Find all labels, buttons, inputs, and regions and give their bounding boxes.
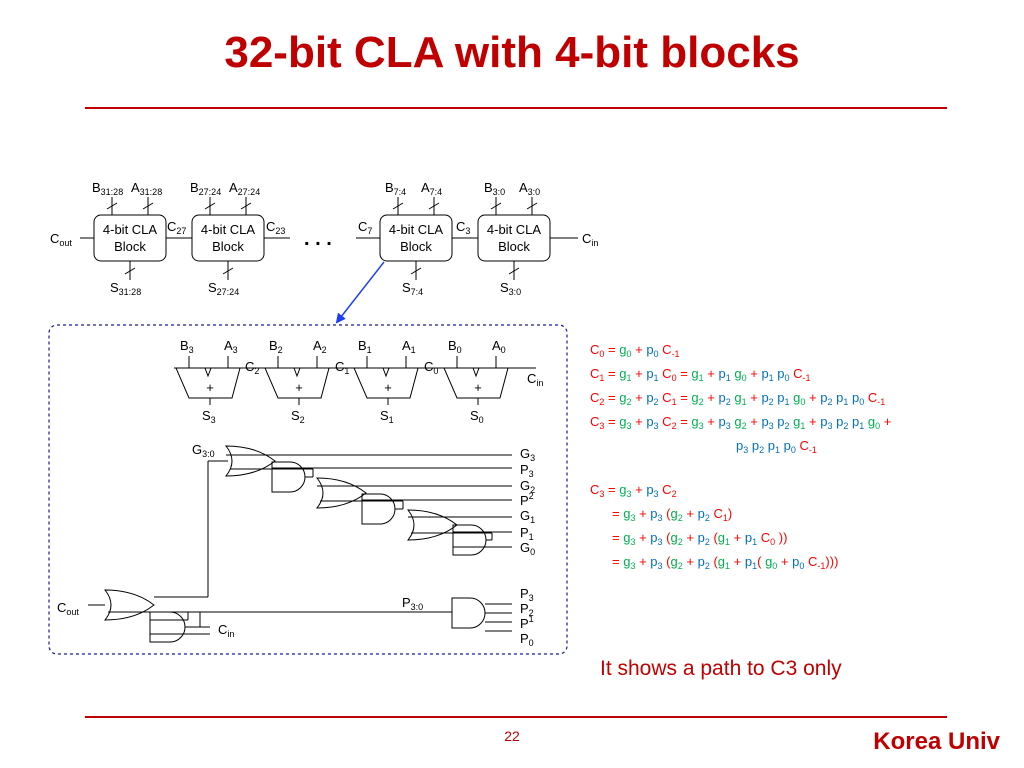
svg-text:4-bit CLA: 4-bit CLA [103,222,158,237]
page-number: 22 [504,728,520,744]
full-adder-2 [264,367,330,399]
or-gate-cout [103,589,155,621]
svg-text:C7: C7 [358,219,372,236]
svg-text:P2: P2 [520,491,534,508]
svg-text:S3: S3 [202,408,216,425]
input-buses [106,197,538,215]
svg-text:4-bit CLA: 4-bit CLA [389,222,444,237]
cout-logic [88,589,512,643]
output-buses [124,261,520,280]
svg-text:+: + [384,380,392,395]
and-gate-3 [452,524,487,556]
svg-text:Cin: Cin [527,371,543,388]
and-gate-1 [271,461,306,493]
slide-title: 32-bit CLA with 4-bit blocks [224,28,800,77]
svg-text:S7:4: S7:4 [402,280,423,297]
svg-text:S1: S1 [380,408,394,425]
svg-text:Block: Block [498,239,530,254]
full-adder-0 [443,367,509,399]
svg-text:B27:24: B27:24 [190,180,221,197]
svg-text:C0: C0 [424,359,438,376]
svg-text:P1: P1 [520,614,534,631]
svg-text:Block: Block [114,239,146,254]
zoom-arrow [335,261,385,324]
svg-text:C1: C1 [335,359,349,376]
svg-text:A0: A0 [492,338,506,355]
svg-text:4-bit CLA: 4-bit CLA [487,222,542,237]
svg-text:S27:24: S27:24 [208,280,239,297]
equation-c3-expanded-4: = g3 + p3 (g2 + p2 (g1 + p1( g0 + p0 C-1… [612,554,839,571]
svg-text:B31:28: B31:28 [92,180,123,197]
equation-c3-expanded-1: C3 = g3 + p3 C2 [590,482,677,499]
svg-text:Cout: Cout [57,600,79,617]
full-adder-1 [353,367,419,399]
equation-c1: C1 = g1 + p1 C0 = g1 + p1 g0 + p1 p0 C-1 [590,366,811,383]
svg-text:A7:4: A7:4 [421,180,442,197]
svg-text:C27: C27 [167,219,186,236]
top-cla-labels: 4-bit CLA Block 4-bit CLA Block 4-bit CL… [50,180,598,297]
svg-text:G1: G1 [520,508,535,525]
or-gate-2 [315,477,367,509]
svg-text:B2: B2 [269,338,283,355]
svg-text:A3: A3 [224,338,238,355]
svg-text:S0: S0 [470,408,484,425]
svg-text:4-bit CLA: 4-bit CLA [201,222,256,237]
and-gate-2 [361,493,396,525]
footer-divider [85,716,947,718]
svg-text:C3: C3 [456,219,470,236]
equation-c0: C0 = g0 + p0 C-1 [590,342,680,359]
path-note: It shows a path to C3 only [600,657,842,680]
svg-text:P3: P3 [520,462,534,479]
svg-text:A31:28: A31:28 [131,180,162,197]
equation-c2: C2 = g2 + p2 C1 = g2 + p2 g1 + p2 p1 g0 … [590,390,886,407]
svg-text:S2: S2 [291,408,305,425]
ripple-adders [174,356,536,405]
equation-c3-expanded-2: = g3 + p3 (g2 + p2 C1) [612,506,733,523]
svg-text:P3:0: P3:0 [402,595,423,612]
svg-text:G0: G0 [520,540,535,557]
ripple-adder-labels: + + + + B3 A3 B2 A2 B1 A1 B0 A0 C2 C1 C0… [180,338,543,425]
svg-text:+: + [206,380,214,395]
equation-c3-expanded-3: = g3 + p3 (g2 + p2 (g1 + p1 C0 )) [612,530,788,547]
svg-text:B3:0: B3:0 [484,180,505,197]
generate-logic [154,445,512,598]
svg-text:S3:0: S3:0 [500,280,521,297]
svg-text:Cout: Cout [50,231,72,248]
title-divider [85,107,947,109]
svg-text:A3:0: A3:0 [519,180,540,197]
brand-name: Korea Univ [873,728,1000,755]
svg-text:A1: A1 [402,338,416,355]
svg-text:Cin: Cin [218,622,234,639]
svg-text:+: + [474,380,482,395]
svg-text:C2: C2 [245,359,259,376]
svg-text:G3: G3 [520,446,535,463]
svg-text:+: + [295,380,303,395]
svg-text:Block: Block [400,239,432,254]
svg-text:G3:0: G3:0 [192,442,215,459]
svg-text:Cin: Cin [582,231,598,248]
svg-text:B3: B3 [180,338,194,355]
svg-text:P0: P0 [520,631,534,648]
equation-c3: C3 = g3 + p3 C2 = g3 + p3 g2 + p3 p2 g1 … [590,414,892,431]
svg-text:S31:28: S31:28 [110,280,141,297]
and-gate-cout [149,611,186,643]
full-adder-3 [175,367,241,399]
svg-text:A2: A2 [313,338,327,355]
and-gate-p30 [451,597,486,629]
ellipsis: . . . [304,228,332,250]
svg-text:C23: C23 [266,219,285,236]
detail-frame [48,324,568,655]
svg-text:B1: B1 [358,338,372,355]
or-gate-3 [406,509,458,541]
equation-c3-continued: p3 p2 p1 p0 C-1 [736,438,817,455]
top-cla-chain [80,197,578,280]
svg-text:Block: Block [212,239,244,254]
or-gate-g30 [224,445,276,477]
svg-text:B0: B0 [448,338,462,355]
svg-text:B7:4: B7:4 [385,180,406,197]
svg-text:A27:24: A27:24 [229,180,260,197]
